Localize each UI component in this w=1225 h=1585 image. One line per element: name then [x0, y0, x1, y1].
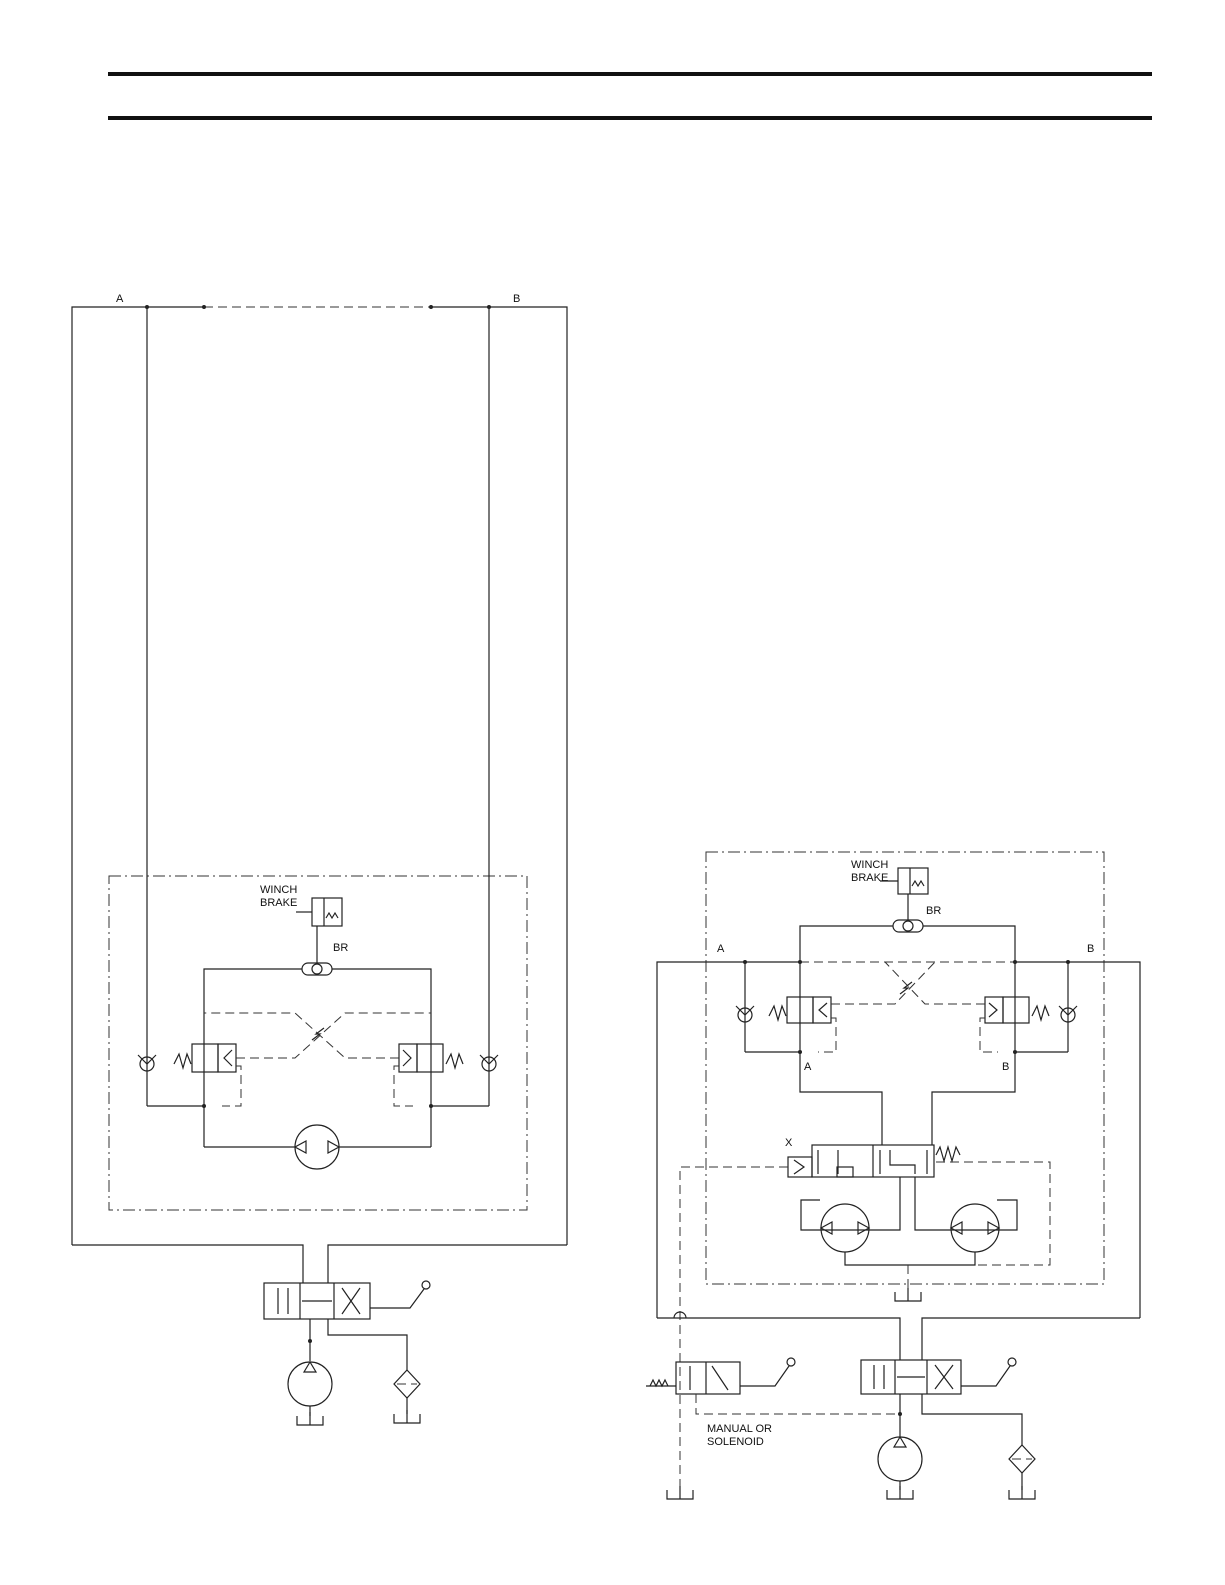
right-shuttle-valve-icon [893, 920, 923, 932]
right-pilot-x-label: X [785, 1137, 793, 1149]
right-valve-port-b-label: B [1002, 1061, 1009, 1073]
right-manual-solenoid-valve-icon[interactable] [646, 1358, 795, 1394]
left-port-a-label: A [116, 293, 124, 305]
right-brake-label: BRAKE [851, 872, 888, 884]
left-br-label: BR [333, 942, 348, 954]
right-manual-label: MANUAL OR [707, 1423, 772, 1435]
right-filter-icon [1009, 1445, 1035, 1473]
right-counterbalance-valve-a-icon [769, 997, 836, 1052]
left-directional-valve-icon[interactable] [264, 1281, 430, 1319]
left-winch-brake-icon [296, 898, 342, 926]
left-shuttle-valve-icon [302, 963, 332, 975]
right-circuit: WINCH BRAKE BR A B [646, 852, 1140, 1499]
right-port-b-label: B [1087, 943, 1094, 955]
left-counterbalance-valve-b-icon [394, 1044, 463, 1106]
left-winch-label: WINCH [260, 884, 297, 896]
left-pump-icon [288, 1362, 332, 1406]
left-counterbalance-valve-a-icon [174, 1044, 241, 1106]
right-port-a-label: A [717, 943, 725, 955]
left-filter-icon [394, 1370, 420, 1398]
right-hydraulic-motor-1-icon [821, 1204, 869, 1252]
right-pump-icon [878, 1437, 922, 1481]
right-pilot-tank-icon [667, 1486, 693, 1499]
right-case-drain-tank-icon [895, 1288, 921, 1301]
right-br-label: BR [926, 905, 941, 917]
right-directional-valve-icon[interactable] [861, 1358, 1016, 1394]
right-pump-tank-icon [887, 1486, 913, 1499]
right-two-speed-valve-icon [788, 1145, 960, 1177]
right-solenoid-label: SOLENOID [707, 1436, 764, 1448]
left-filter-tank-icon [394, 1410, 420, 1423]
left-brake-label: BRAKE [260, 897, 297, 909]
right-filter-tank-icon [1009, 1486, 1035, 1499]
left-pump-tank-icon [297, 1412, 323, 1425]
left-circuit: WINCH BRAKE BR A B [72, 293, 567, 1425]
right-valve-port-a-label: A [804, 1061, 812, 1073]
right-hydraulic-motor-2-icon [951, 1204, 999, 1252]
left-hydraulic-motor-icon [295, 1125, 339, 1169]
left-port-b-label: B [513, 293, 520, 305]
right-enclosure [706, 852, 1104, 1284]
right-winch-label: WINCH [851, 859, 888, 871]
